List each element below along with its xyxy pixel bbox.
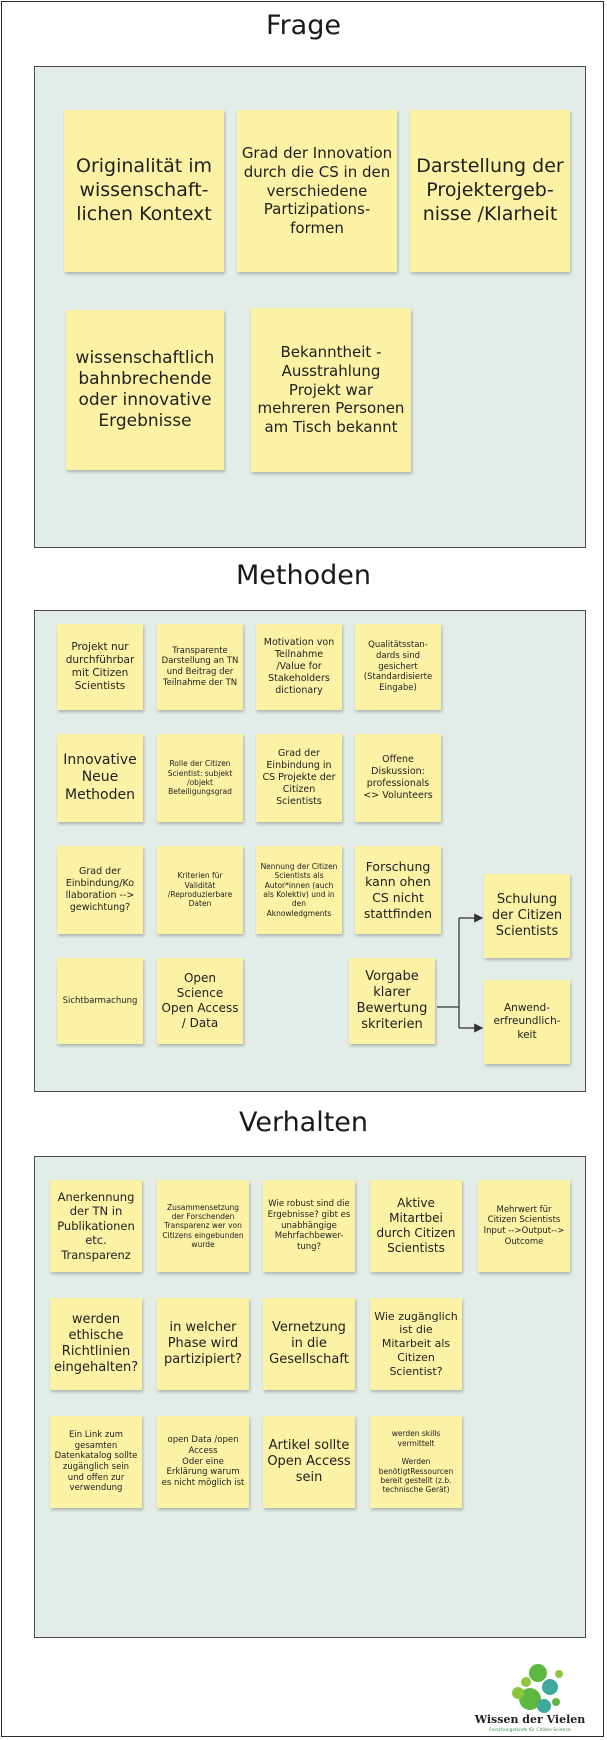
note-originalitaet: Originalität im wissenschaft-lichen Kont… [64, 110, 224, 272]
note-projekt-nur: Projekt nur durchführbar mit Citizen Sci… [57, 624, 143, 710]
note-innovative-methoden: Innovative Neue Methoden [57, 734, 143, 822]
note-kriterien-validitaet: Kriterien für Validität /Reproduzierbare… [157, 846, 243, 934]
note-grad-einbindung-cs: Grad der Einbindung in CS Projekte der C… [256, 734, 342, 822]
note-grad-innovation: Grad der Innovation durch die CS in den … [237, 110, 397, 272]
note-anerkennung: Anerkennung der TN in Publikationen etc.… [50, 1180, 142, 1272]
note-wie-zugaenglich: Wie zugänglich ist die Mitarbeit als Cit… [370, 1298, 462, 1390]
note-darstellung: Darstellung der Projektergeb-nisse /Klar… [410, 110, 570, 272]
note-welche-phase: in welcher Phase wird partizipiert? [157, 1298, 249, 1390]
note-anwenderfreundlichkeit: Anwend-erfreundlich-keit [484, 980, 570, 1064]
logo-tagline: Forschungsfonds für Citizen Science [489, 1728, 571, 1733]
note-open-science: Open Science Open Access / Data [157, 958, 243, 1044]
note-open-data: open Data /open Access Oder eine Erkläru… [157, 1416, 249, 1508]
note-aktive-mitarbeit: Aktive Mitartbei durch Citizen Scientist… [370, 1180, 462, 1272]
note-zusammensetzung: Zusammensetzung der Forschenden Transpar… [157, 1180, 249, 1272]
note-bahnbrechend: wissenschaftlich bahnbrechende oder inno… [66, 310, 224, 470]
note-wie-robust: Wie robust sind die Ergebnisse? gibt es … [263, 1180, 355, 1272]
note-offene-diskussion: Offene Diskussion: professionals <> Volu… [355, 734, 441, 822]
note-transparente-darstellung: Transparente Darstellung an TN und Beitr… [157, 624, 243, 710]
note-grad-kollaboration: Grad der Einbindung/Ko llaboration --> g… [57, 846, 143, 934]
note-vernetzung: Vernetzung in die Gesellschaft [263, 1298, 355, 1390]
note-qualitaetsstandards: Qualitätsstan-dards sind gesichert (Stan… [355, 624, 441, 710]
note-vorgabe-kriterien: Vorgabe klarer Bewertung skriterien [349, 958, 435, 1044]
logo-name: Wissen der Vielen [474, 1713, 586, 1726]
note-schulung: Schulung der Citizen Scientists [484, 874, 570, 958]
logo-bubbles-icon [512, 1664, 563, 1713]
note-artikel-open-access: Artikel sollte Open Access sein [263, 1416, 355, 1508]
note-link-datenkatalog: Ein Link zum gesamten Datenkatalog sollt… [50, 1416, 142, 1508]
note-nennung-autoren: Nennung der Citizen Scientists als Autor… [256, 846, 342, 934]
note-sichtbarmachung: Sichtbarmachung [57, 958, 143, 1044]
section-title-methoden: Methoden [236, 560, 371, 591]
note-motivation: Motivation von Teilnahme /Value for Stak… [256, 624, 342, 710]
note-forschung-ohne-cs: Forschung kann ohen CS nicht stattfinden [355, 846, 441, 934]
note-skills-ressourcen: werden skills vermittelt Werden benötigt… [370, 1416, 462, 1508]
note-mehrwert: Mehrwert für Citizen Scientists Input --… [478, 1180, 570, 1272]
section-title-frage: Frage [266, 10, 341, 41]
note-bekanntheit: Bekanntheit - Ausstrahlung Projekt war m… [251, 308, 411, 472]
section-title-verhalten: Verhalten [238, 1107, 369, 1138]
note-rolle-citizen: Rolle der Citizen Scientist: subjekt /ob… [157, 734, 243, 822]
note-ethische-richtlinien: werden ethische Richtlinien eingehalten? [50, 1298, 142, 1390]
